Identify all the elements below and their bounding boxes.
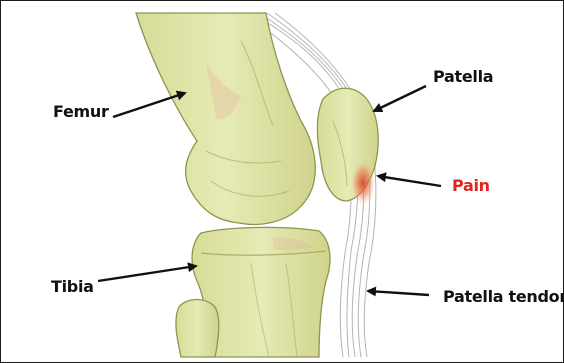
patella-arrow <box>374 86 426 111</box>
femur-arrow <box>113 93 185 117</box>
patella-tendon-arrow <box>368 291 429 295</box>
femur-label: Femur <box>53 104 109 120</box>
fibula-bone <box>176 300 219 358</box>
patella-tendon-label: Patella tendon <box>443 289 564 305</box>
tibia-label: Tibia <box>51 279 94 295</box>
femur-bone <box>136 13 315 224</box>
tibia-arrow <box>98 266 196 281</box>
pain-area <box>351 161 375 205</box>
pain-arrow <box>378 176 441 186</box>
patella-label: Patella <box>433 69 493 85</box>
pain-label: Pain <box>452 178 490 194</box>
